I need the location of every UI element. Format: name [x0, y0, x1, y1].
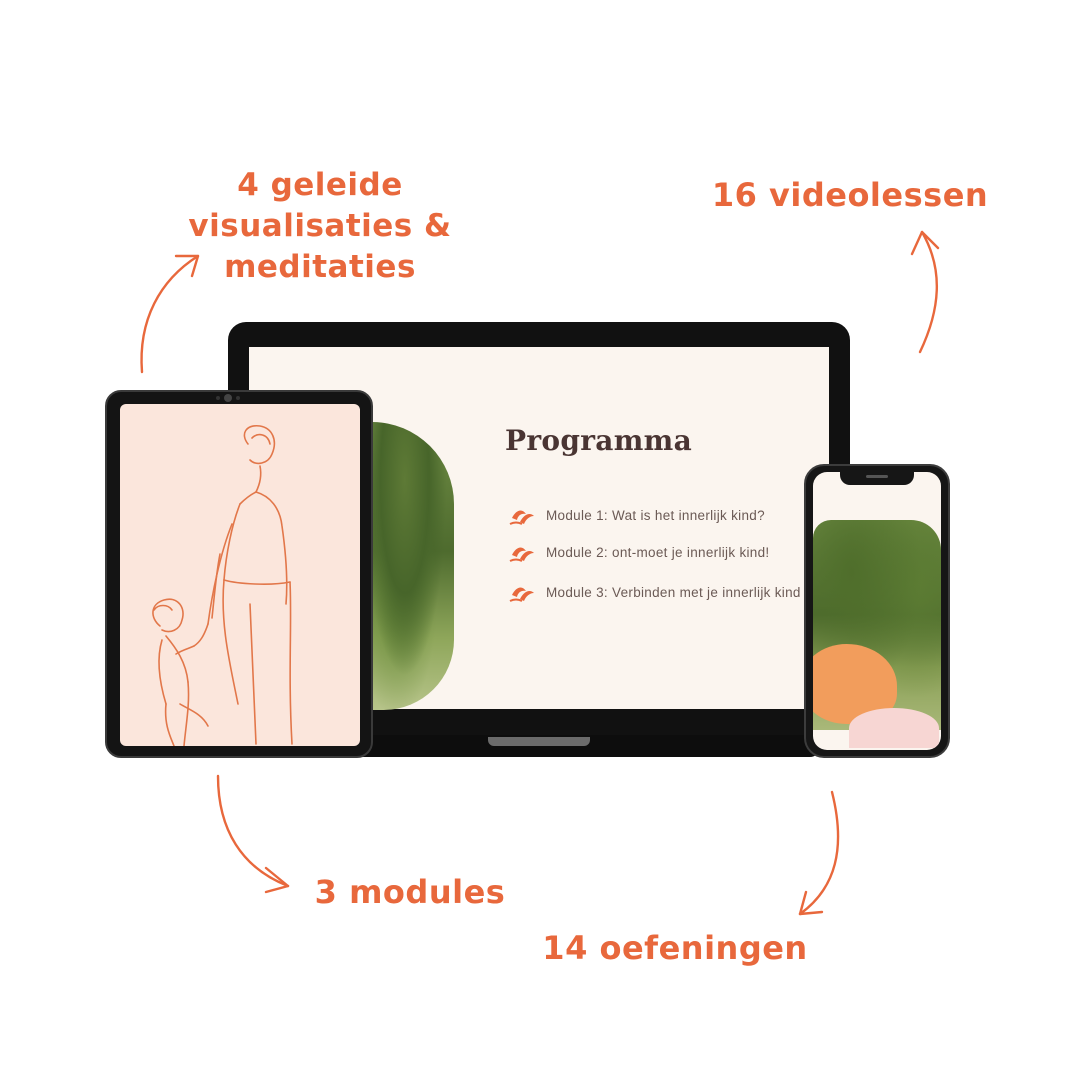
callout-modules: 3 modules	[314, 873, 506, 911]
callout-visualisaties-line1: 4 geleide	[237, 167, 403, 203]
tablet-screen	[120, 404, 360, 746]
arrow-icon	[216, 774, 290, 894]
arrow-icon	[910, 230, 940, 354]
module-item-2: Module 2: ont-moet je innerlijk kind!	[508, 540, 769, 564]
leaf-icon	[509, 587, 534, 602]
module-item-3: Module 3: Verbinden met je innerlijk kin…	[508, 580, 801, 604]
laptop-base	[350, 735, 820, 757]
pink-blob	[849, 708, 939, 748]
callout-oefeningen: 14 oefeningen	[542, 929, 808, 967]
phone-screen	[813, 472, 941, 750]
leaf-icon	[509, 547, 534, 562]
phone-speaker-icon	[866, 475, 888, 478]
module-label-2: Module 2: ont-moet je innerlijk kind!	[546, 544, 770, 560]
mother-child-line-drawing	[152, 424, 293, 746]
callout-visualisaties-line2: visualisaties &	[188, 208, 452, 244]
module-label-1: Module 1: Wat is het innerlijk kind?	[546, 507, 765, 523]
module-label-3: Module 3: Verbinden met je innerlijk kin…	[546, 584, 801, 600]
program-title: Programma	[505, 424, 693, 457]
park-photo	[372, 422, 454, 710]
callout-visualisaties-line3: meditaties	[224, 249, 416, 285]
arrow-icon	[798, 790, 840, 916]
phone-notch	[840, 471, 914, 485]
module-item-1: Module 1: Wat is het innerlijk kind?	[508, 503, 765, 527]
callout-videolessen: 16 videolessen	[711, 176, 989, 214]
tablet-sensor-icon	[236, 396, 240, 400]
laptop-trackpad-notch	[488, 737, 590, 746]
leaf-icon	[509, 510, 534, 525]
callout-visualisaties: 4 geleide visualisaties & meditaties	[170, 165, 470, 288]
tablet-sensor-icon	[216, 396, 220, 400]
tablet-camera-icon	[224, 394, 232, 402]
